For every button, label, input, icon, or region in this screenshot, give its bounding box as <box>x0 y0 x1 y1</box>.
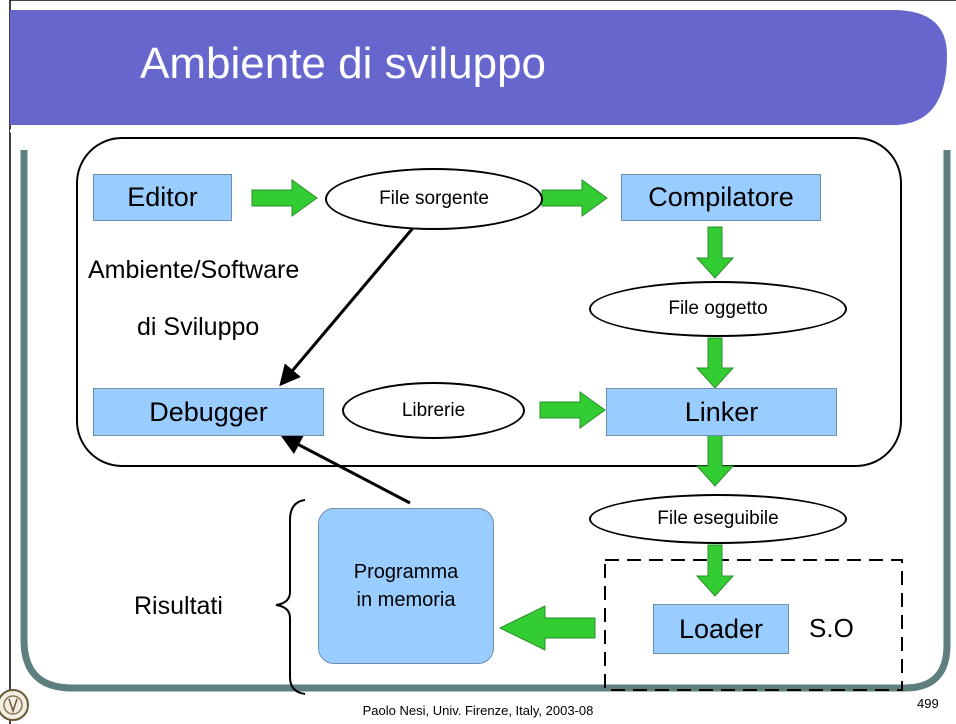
program-in-memory-box: Programma in memoria <box>318 508 494 664</box>
object-file-ellipse: File oggetto <box>589 281 847 337</box>
results-label: Risultati <box>134 592 223 620</box>
program-in-memory-line1: Programma <box>353 561 459 583</box>
os-dashed-box <box>604 559 903 691</box>
outer-frame <box>20 150 951 692</box>
green-arrow-source-to-compiler <box>541 179 608 217</box>
debugger-box: Debugger <box>93 388 324 436</box>
title-bar <box>10 10 947 125</box>
loader-box: Loader <box>653 604 789 654</box>
slide-title: Ambiente di sviluppo <box>140 39 547 88</box>
compiler-box: Compilatore <box>621 174 821 221</box>
green-arrow-compiler-to-object <box>695 226 735 279</box>
os-label: S.O <box>809 613 854 643</box>
green-arrow-object-to-linker <box>695 337 735 389</box>
program-in-memory-line2: in memoria <box>356 589 456 611</box>
green-arrow-executable-to-loader <box>695 544 735 597</box>
green-arrow-linker-to-executable <box>695 434 735 487</box>
environment-label-line2: di Sviluppo <box>137 313 260 341</box>
libraries-ellipse: Librerie <box>342 382 525 439</box>
environment-container <box>76 137 902 467</box>
green-arrow-editor-to-source <box>251 179 318 217</box>
black-arrow-memory-to-debugger <box>280 435 411 505</box>
green-arrow-libraries-to-linker <box>539 391 606 429</box>
executable-file-ellipse: File eseguibile <box>589 494 847 544</box>
footer-credit: Paolo Nesi, Univ. Firenze, Italy, 2003-0… <box>362 703 594 718</box>
page-number: 499 <box>917 696 939 711</box>
linker-box: Linker <box>606 388 837 436</box>
black-arrow-source-to-debugger <box>279 221 420 387</box>
university-seal-logo <box>0 689 29 721</box>
green-arrow-loader-to-memory <box>498 605 596 651</box>
environment-label-line1: Ambiente/Software <box>88 256 300 284</box>
source-file-ellipse: File sorgente <box>325 168 543 230</box>
results-brace <box>275 499 306 695</box>
editor-box: Editor <box>93 174 232 221</box>
